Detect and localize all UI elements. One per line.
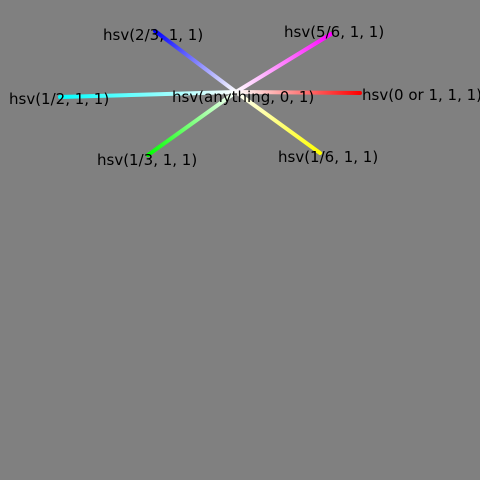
spoke-label-red: hsv(0 or 1, 1, 1) <box>362 86 480 104</box>
spoke-label-green: hsv(1/3, 1, 1) <box>97 151 197 169</box>
spoke-green <box>146 90 238 157</box>
center-label: hsv(anything, 0, 1) <box>172 88 314 106</box>
spoke-magenta <box>234 32 333 94</box>
labels-group: hsv(0 or 1, 1, 1) hsv(5/6, 1, 1) hsv(2/3, … <box>9 23 480 169</box>
spoke-label-cyan: hsv(1/2, 1, 1) <box>9 90 109 108</box>
spoke-cyan <box>58 90 238 99</box>
spoke-label-magenta: hsv(5/6, 1, 1) <box>284 23 384 41</box>
spoke-blue <box>153 29 238 94</box>
spoke-label-yellow: hsv(1/6, 1, 1) <box>278 148 378 166</box>
spoke-yellow <box>234 90 322 155</box>
spoke-label-blue: hsv(2/3, 1, 1) <box>103 26 203 44</box>
spoke-red <box>234 90 362 95</box>
spokes-group <box>58 29 362 157</box>
